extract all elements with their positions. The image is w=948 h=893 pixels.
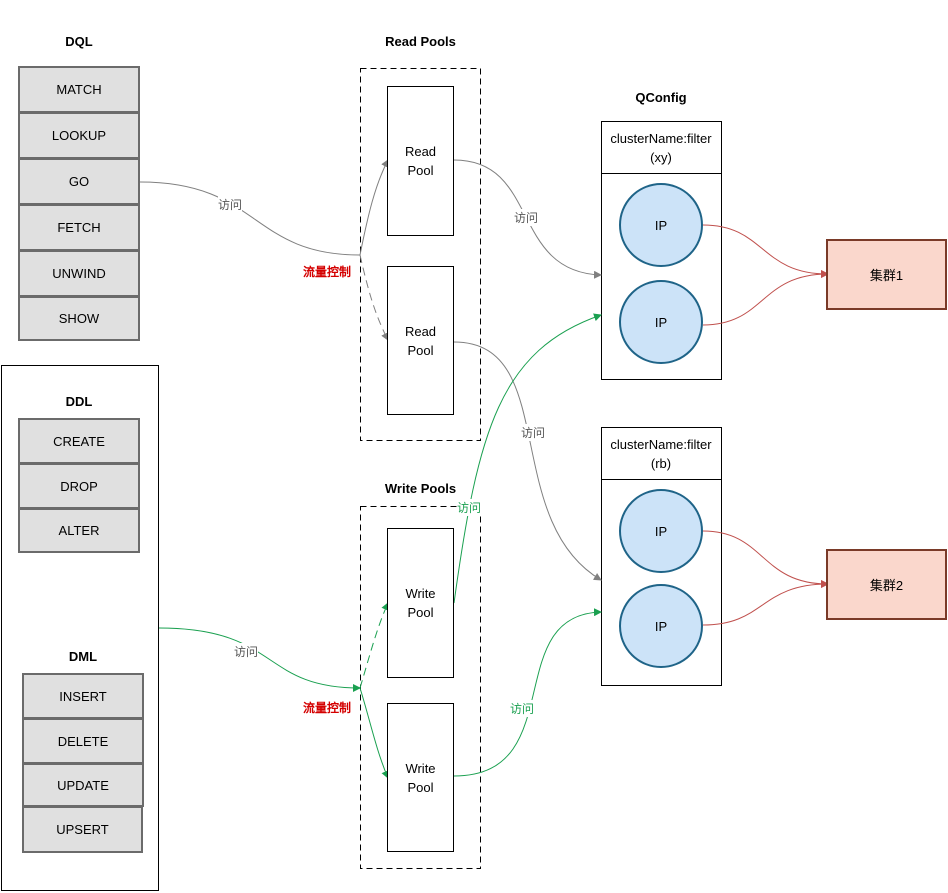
edge-go-to-read [139,181,361,256]
ddl-item-alter: ALTER [18,508,140,553]
read-pool-1: Read Pool [387,86,454,236]
edge-label-access-go: 访问 [218,196,243,213]
flow-control-label-read: 流量控制 [303,265,352,279]
dql-item-show: SHOW [18,296,140,341]
edge-flow-to-write-pool-1 [359,602,389,689]
qconfig-filter-rb-line1: clusterName:filter [610,436,712,452]
qconfig-filter-rb: clusterName:filter (rb) [601,428,721,479]
qconfig-filter-rb-line2: (rb) [650,455,672,471]
dml-title: DML [68,648,98,664]
read-pool-1-line2: Pool [407,163,434,178]
edge-write-pool-2-to-rb [453,608,602,777]
dql-title: DQL [65,33,93,49]
dml-item-update: UPDATE [22,763,144,807]
edge-flow-to-read-pool-1 [359,159,389,256]
edge-label-access-write-1: 访问 [457,499,482,516]
edge-ip2-to-cluster1 [702,270,829,326]
qconfig-filter-xy-line1: clusterName:filter [610,130,712,146]
dql-item-unwind: UNWIND [18,250,140,297]
ddl-item-drop: DROP [18,463,140,509]
dml-item-insert: INSERT [22,673,144,719]
read-pool-2-line2: Pool [407,342,434,358]
ddl-title: DDL [65,393,93,409]
qconfig-filter-xy: clusterName:filter (xy) [601,122,721,173]
dml-item-upsert: UPSERT [22,806,143,853]
cluster-1: 集群1 [826,239,947,310]
flow-control-label-write: 流量控制 [303,701,352,715]
dql-item-fetch: FETCH [18,204,140,251]
dql-item-go: GO [18,158,140,205]
edge-write-pool-1-to-xy [453,313,602,604]
ddl-item-create: CREATE [18,418,140,464]
ip-node-xy-2: IP [619,280,703,364]
edge-label-access-dml: 访问 [234,643,259,660]
qconfig-title: QConfig [635,89,687,105]
read-pool-2: Read Pool [387,266,454,415]
ip-node-rb-2: IP [619,584,703,668]
write-pool-1-line2: Pool [407,605,434,620]
edge-label-access-read-1: 访问 [514,209,539,226]
read-pool-1-line1: Read [404,144,437,159]
edge-label-access-read-2: 访问 [521,424,546,441]
edge-ip3-to-cluster2 [702,530,829,588]
edge-ip1-to-cluster1 [702,224,829,278]
edge-ip4-to-cluster2 [702,580,829,626]
edge-read-pool-2-to-rb [453,341,602,581]
ddl-dml-container [1,365,159,891]
ip-node-rb-1: IP [619,489,703,573]
cluster-2: 集群2 [826,549,947,620]
write-pool-1: Write Pool [387,528,454,678]
edge-dml-to-write [158,627,361,692]
dql-item-match: MATCH [18,66,140,113]
edge-label-access-write-2: 访问 [510,700,535,717]
dql-item-lookup: LOOKUP [18,112,140,159]
read-pool-2-line1: Read [404,323,437,339]
read-pools-container [360,68,481,441]
write-pool-2-line1: Write [405,760,436,776]
write-pool-1-line1: Write [405,586,436,601]
qconfig-filter-xy-line2: (xy) [650,149,672,165]
write-pools-title: Write Pools [384,480,457,496]
write-pool-2: Write Pool [387,703,454,852]
write-pool-2-line2: Pool [407,779,434,795]
ip-node-xy-1: IP [619,183,703,267]
edge-flow-to-read-pool-2 [359,254,389,341]
read-pools-title: Read Pools [385,33,456,49]
dml-item-delete: DELETE [22,718,144,764]
edge-flow-to-write-pool-2 [359,687,389,779]
